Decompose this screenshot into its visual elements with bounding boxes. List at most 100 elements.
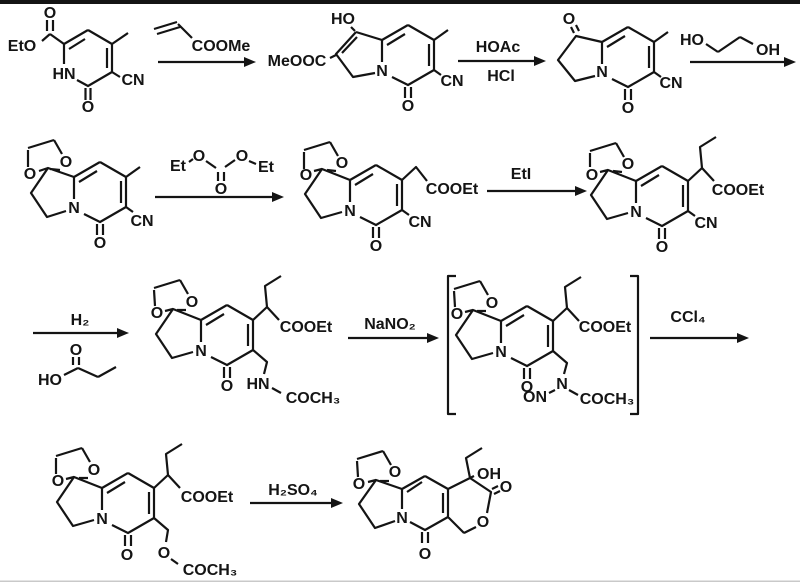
atom-label-CN: CN xyxy=(440,73,463,90)
atom-label-CN: CN xyxy=(121,72,144,89)
reagent-ethylene-glycol: HO OH xyxy=(680,32,780,59)
group-label-COOEt: COOEt xyxy=(280,319,333,336)
structure-5: O O N CN O COOEt xyxy=(300,140,479,255)
structure-10: O O N O OH O O xyxy=(353,447,512,563)
atom-label-N: N xyxy=(376,63,388,80)
reagent-methyl-acrylate: COOMe xyxy=(153,20,251,55)
arrow-step-3 xyxy=(690,57,796,67)
arrow-step-4 xyxy=(155,192,284,202)
atom-label-O: O xyxy=(52,473,64,490)
reagent-label-H2SO4: H₂SO₄ xyxy=(268,482,317,499)
atom-label-OH: OH xyxy=(756,42,780,59)
atom-label-CN: CN xyxy=(694,215,717,232)
atom-label-O: O xyxy=(389,464,401,481)
structure-8-skeleton xyxy=(452,276,582,396)
atom-label-N: N xyxy=(396,510,408,527)
atom-label-ON: ON xyxy=(523,389,547,406)
structure-8: O O N O COOEt N ON COCH₃ xyxy=(451,276,635,408)
atom-label-O: O xyxy=(563,11,575,28)
group-label-COCH3: COCH₃ xyxy=(286,390,341,407)
structure-2-skeleton xyxy=(329,24,449,98)
atom-label-O: O xyxy=(622,100,634,117)
reagent-label-HCl: HCl xyxy=(487,68,515,85)
atom-label-N: N xyxy=(68,200,80,217)
atom-label-O: O xyxy=(60,154,72,171)
arrow-step-2: HOAc HCl xyxy=(458,39,546,85)
reagent-diethyl-carbonate: Et O O O Et xyxy=(170,148,275,198)
atom-label-O: O xyxy=(622,156,634,173)
atom-label-O: O xyxy=(419,546,431,563)
atom-label-O: O xyxy=(477,514,489,531)
atom-label-O: O xyxy=(300,167,312,184)
atom-label-O: O xyxy=(586,167,598,184)
structure-2: HO MeOOC N CN O xyxy=(268,11,464,115)
structure-1: EtO O HN CN O xyxy=(8,5,145,116)
atom-label-O: O xyxy=(44,5,56,22)
atom-label-O: O xyxy=(370,238,382,255)
reagent-label-EtI: EtI xyxy=(511,166,531,183)
group-label-Et: Et xyxy=(170,158,187,175)
atom-label-HN: HN xyxy=(52,66,75,83)
reagent-label-CCl4: CCl₄ xyxy=(670,309,705,326)
group-label-COOMe: COOMe xyxy=(192,38,251,55)
group-label-COOEt: COOEt xyxy=(579,319,632,336)
structure-5-skeleton xyxy=(302,140,428,238)
reagent-label-NaNO2: NaNO₂ xyxy=(364,316,416,333)
atom-label-O: O xyxy=(221,378,233,395)
atom-label-OH: OH xyxy=(477,466,501,483)
structure-10-skeleton xyxy=(355,447,501,543)
atom-label-N: N xyxy=(495,344,507,361)
structure-7-skeleton xyxy=(152,275,282,394)
atom-label-O: O xyxy=(121,547,133,564)
arrow-step-1 xyxy=(158,57,256,67)
glycol-skeleton xyxy=(705,36,754,53)
arrow-step-5: EtI xyxy=(487,166,587,196)
atom-label-N: N xyxy=(596,64,608,81)
atom-label-O: O xyxy=(70,342,82,359)
group-label-Et: Et xyxy=(258,159,275,176)
atom-label-CN: CN xyxy=(130,213,153,230)
structure-6-skeleton xyxy=(588,136,717,239)
atom-label-N: N xyxy=(344,203,356,220)
group-label-COOEt: COOEt xyxy=(181,489,234,506)
group-label-COOEt: COOEt xyxy=(426,181,479,198)
atom-label-CN: CN xyxy=(408,214,431,231)
structure-9-skeleton xyxy=(54,443,183,565)
top-border xyxy=(0,0,800,4)
group-label-COCH3: COCH₃ xyxy=(580,391,635,408)
reagent-label-H2: H₂ xyxy=(71,312,90,329)
group-label-COOEt: COOEt xyxy=(712,182,765,199)
bracket-left xyxy=(446,274,456,416)
atom-label-O: O xyxy=(236,148,248,165)
structure-1-skeleton xyxy=(41,20,129,100)
atom-label-HO: HO xyxy=(38,372,62,389)
reagent-propionic-acid: HO O xyxy=(38,342,117,389)
atom-label-O: O xyxy=(151,305,163,322)
atom-label-O: O xyxy=(82,99,94,116)
arrow-step-9: H₂SO₄ xyxy=(250,482,343,508)
structure-6: O O N CN O COOEt xyxy=(586,136,765,256)
propionic-acid-skeleton xyxy=(63,357,117,379)
bracket-right xyxy=(630,274,640,416)
atom-label-EtO: EtO xyxy=(8,38,36,55)
atom-label-O: O xyxy=(94,235,106,252)
atom-label-O: O xyxy=(486,295,498,312)
atom-label-O: O xyxy=(88,462,100,479)
structure-4: O O N CN O xyxy=(24,138,154,252)
atom-label-HO: HO xyxy=(331,11,355,28)
structure-3-skeleton xyxy=(556,24,669,100)
structure-7: O O N O COOEt HN COCH₃ xyxy=(151,275,341,407)
bottom-border xyxy=(0,580,800,582)
atom-label-HN: HN xyxy=(246,376,269,393)
arrow-step-6: H₂ xyxy=(33,312,129,338)
atom-label-O: O xyxy=(186,294,198,311)
atom-label-O: O xyxy=(193,148,205,165)
structure-4-skeleton xyxy=(26,138,141,235)
reagent-label-HOAc: HOAc xyxy=(476,39,521,56)
acrylate-skeleton xyxy=(153,20,193,39)
atom-label-HO: HO xyxy=(680,32,704,49)
atom-label-N: N xyxy=(195,343,207,360)
atom-label-O: O xyxy=(353,476,365,493)
